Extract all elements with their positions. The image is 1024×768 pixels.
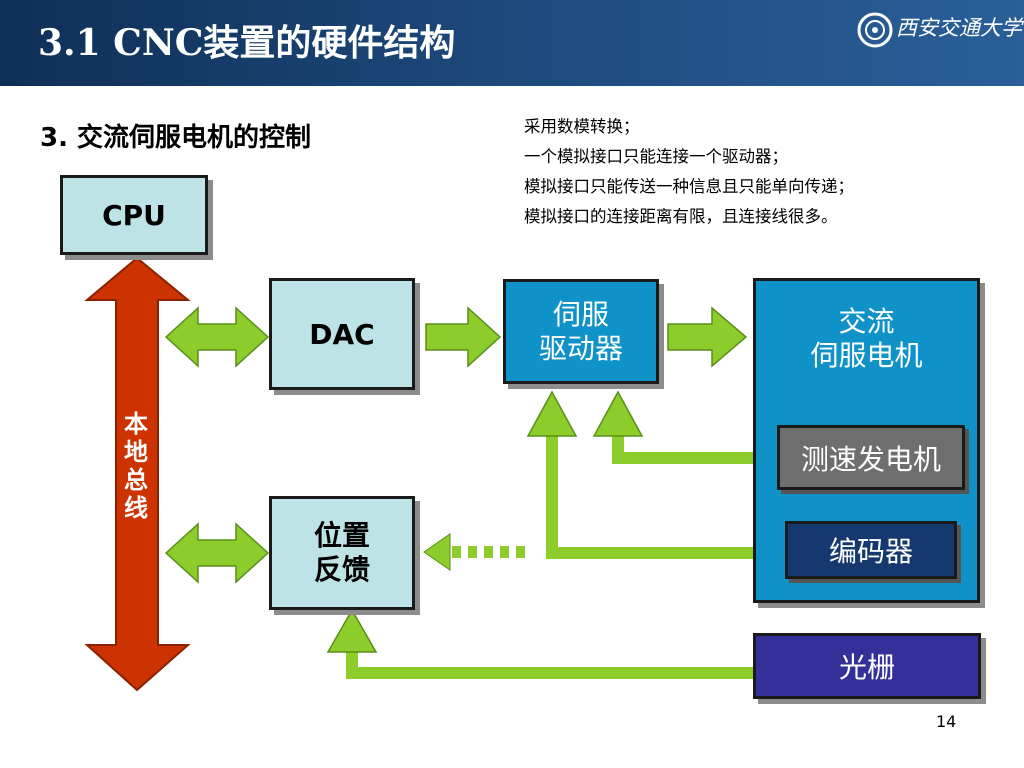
local-bus-label: 本 地 总 线 [124, 410, 148, 522]
dac-to-driver-arrow [425, 306, 502, 368]
ac-servo-motor-label: 交流 伺服电机 [810, 305, 923, 372]
grating-feedback-arrowhead [326, 608, 378, 653]
page-number: 14 [936, 712, 957, 731]
cpu-block: CPU [60, 175, 208, 255]
grating-block: 光栅 [753, 633, 981, 699]
tachogenerator-block: 测速发电机 [777, 425, 965, 490]
encoder-block: 编码器 [785, 521, 957, 579]
header-bar: 3.1 CNC装置的硬件结构 西安交通大学 [0, 0, 1024, 86]
university-logo [857, 12, 893, 48]
note-item: 一个模拟接口只能连接一个驱动器； [524, 147, 788, 166]
grating-feedback-line [346, 648, 756, 679]
tachogenerator-label: 测速发电机 [800, 442, 941, 476]
position-feedback-block: 位置 反馈 [269, 496, 415, 610]
encoder-label: 编码器 [828, 535, 913, 568]
bus-dac-arrow [164, 306, 270, 368]
position-feedback-label: 位置 反馈 [313, 519, 370, 586]
tacho-feedback-line [612, 430, 776, 464]
notes-list: 采用数模转换； 一个模拟接口只能连接一个驱动器； 模拟接口只能传送一种信息且只能… [524, 112, 854, 232]
note-item: 模拟接口的连接距离有限，且连接线很多。 [524, 207, 838, 226]
note-item: 采用数模转换； [524, 117, 640, 136]
slide-title: 3.1 CNC装置的硬件结构 [38, 22, 456, 64]
note-item: 模拟接口只能传送一种信息且只能单向传递； [524, 177, 854, 196]
dac-label: DAC [309, 317, 375, 351]
encoder-to-feedback-dotted-arrow [423, 533, 525, 571]
encoder-feedback-line [546, 430, 776, 559]
dac-block: DAC [269, 278, 415, 390]
local-bus-arrow [84, 256, 191, 692]
grating-label: 光栅 [838, 651, 895, 684]
bus-feedback-arrow [164, 522, 270, 584]
encoder-feedback-arrowhead [526, 390, 578, 437]
logo-text: 西安交通大学 [896, 16, 1022, 40]
driver-to-motor-arrow [667, 306, 748, 368]
tacho-feedback-arrowhead [592, 390, 644, 437]
section-heading: 3. 交流伺服电机的控制 [40, 123, 312, 153]
servo-driver-block: 伺服 驱动器 [503, 279, 659, 384]
servo-driver-label: 伺服 驱动器 [538, 297, 623, 365]
cpu-label: CPU [102, 198, 166, 232]
